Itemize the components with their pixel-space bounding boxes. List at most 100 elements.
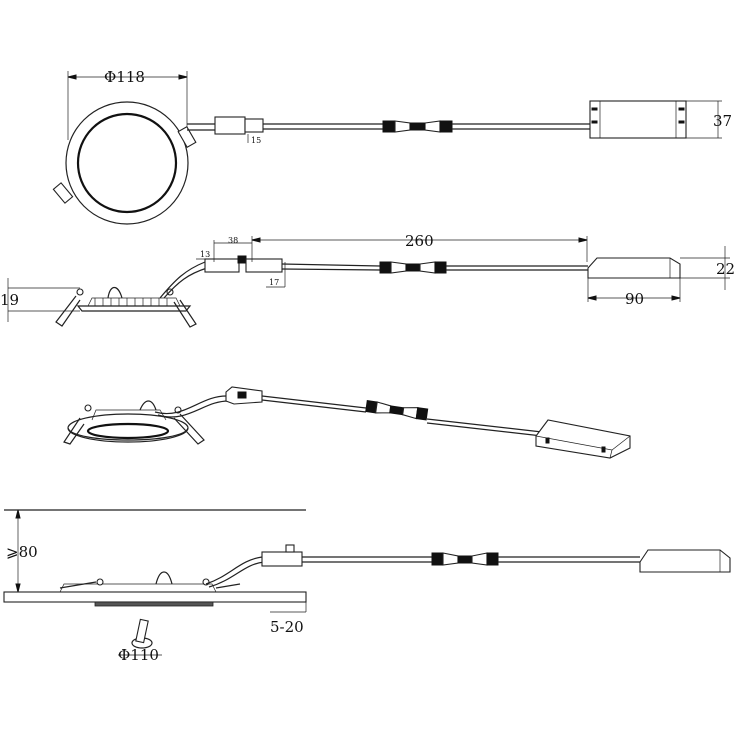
install-connector-joint [457,555,473,564]
side-wire-loop [107,286,123,299]
driver-height-label: 37 [713,112,732,130]
connector-mid-right-top [424,120,441,133]
arrow [251,237,261,243]
connector-13-label: 13 [200,250,210,259]
install-cable-2 [208,561,265,588]
ceiling-thickness-label: 5-20 [270,618,304,636]
connector-left-top [382,120,396,133]
install-spring-left [96,578,104,586]
persp-clip-left [63,417,85,445]
connector-left-side [379,261,392,274]
persp-clip-right [173,413,205,445]
install-junction-cap [285,544,295,553]
side-clip-left [55,295,81,327]
connector-joint-side [405,263,421,272]
install-cable [205,556,263,585]
side-wire-b [281,268,381,271]
persp-wire-c [426,418,543,433]
junction-box-top [214,116,246,135]
junction-plug-top [244,118,264,133]
driver-length-label: 90 [625,290,644,308]
side-view: 19 13 38 17 [0,232,735,328]
arrow [587,295,597,301]
arrow [578,237,588,243]
connector-joint-top [409,122,426,131]
driver-slot [591,120,598,124]
clearance-label: ⩾80 [6,543,38,561]
persp-cable-2 [157,400,231,418]
junction-plug-side [245,258,283,273]
connector-mid-left-top [394,120,411,133]
fixture-housing-side [87,297,181,307]
persp-rim-inner [86,422,170,440]
install-connector-mid-left [442,552,459,566]
spring-clip-left [52,182,74,204]
junction-box-cap [237,255,247,264]
length-260-label: 260 [405,232,434,250]
cutout-tool-shaft [135,618,149,644]
driver-slot [678,120,685,124]
arrow [671,295,681,301]
side-cable-rise [159,261,206,299]
installation-view: ⩾80 5-20 Φ110 [3,509,731,664]
install-driver-box [639,549,731,573]
spring-clip-right [177,125,197,149]
install-housing [59,583,217,593]
persp-wire-loop [139,400,157,411]
persp-driver-corner [609,449,613,459]
driver-box-side [587,257,681,279]
persp-cable [154,395,229,415]
connector-right-side [434,261,447,274]
driver-box-top [589,100,687,139]
top-view: Φ118 15 37 [52,68,732,225]
persp-housing [91,409,167,421]
connector-offset-label: 15 [251,136,261,145]
persp-wire-a [261,395,367,409]
arrow [15,509,21,519]
install-connector-right [486,552,499,566]
arrow-right [178,74,188,80]
connector-38-label: 38 [228,236,238,245]
persp-driver-slot [545,437,550,444]
persp-driver-slot [601,446,606,453]
install-clip-right [215,583,241,589]
ceiling-board [3,591,307,603]
connector-mid-left-side [390,261,407,274]
persp-wire-b [261,399,367,413]
install-connector-left [431,552,444,566]
clip-spring-left [76,288,84,296]
connector-mid-right-side [419,261,436,274]
install-junction-box [261,551,303,567]
persp-spring-left [84,404,92,412]
side-clip-right [173,299,197,328]
install-wire-loop [155,571,173,585]
persp-wire-d [426,422,543,437]
install-connector-mid-right [471,552,488,566]
cutout-diameter-label: Φ110 [118,646,159,664]
lamp-outer-ring [65,101,189,225]
driver-slot [591,107,598,111]
install-light-panel [94,601,214,607]
fixture-height-label: 19 [0,291,19,309]
driver-slot [678,107,685,111]
persp-driver-box [535,419,631,459]
driver-height-side-label: 22 [716,260,735,278]
connector-right-top [439,120,453,133]
install-clip-left [59,581,97,589]
persp-rim-side [67,427,189,441]
heatsink-fins [94,298,168,306]
side-cable-rise-2 [163,267,208,299]
persp-connector [365,400,429,421]
side-wire-a [281,263,381,267]
diameter-label: Φ118 [104,68,145,86]
perspective-view [63,386,631,459]
lamp-inner-ring [76,112,178,214]
connector-17-label: 17 [269,278,279,287]
fixture-body-side [76,305,192,312]
arrow [15,583,21,593]
persp-junction-mark [237,391,247,399]
install-spring-right [202,578,210,586]
junction-box-side [204,258,240,273]
